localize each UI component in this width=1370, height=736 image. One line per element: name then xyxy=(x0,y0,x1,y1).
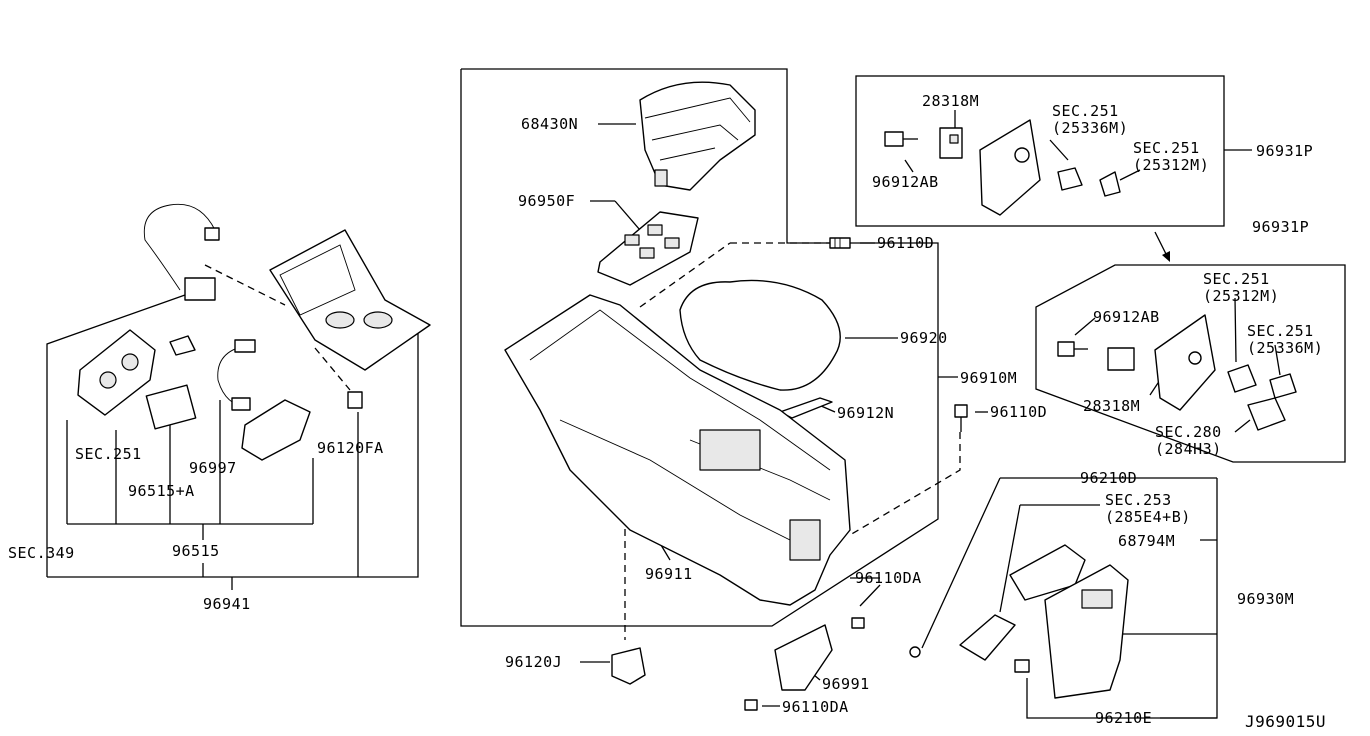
part-96920-armpad xyxy=(679,279,841,391)
sec251-left: SEC.251 xyxy=(75,445,142,463)
part-socket-25312m-bot xyxy=(1227,364,1257,393)
callout-96110da-bot: 96110DA xyxy=(782,698,849,716)
sec253-line2: (285E4+B) xyxy=(1105,508,1191,526)
part-28318m-bot xyxy=(1107,347,1135,371)
callout-96931p-right: 96931P xyxy=(1252,218,1310,236)
rear-socket-box-top xyxy=(855,75,1225,227)
part-68794m-vent xyxy=(1009,544,1086,601)
callout-96210e: 96210E xyxy=(1095,709,1153,727)
callout-96110d-top: 96110D xyxy=(877,234,935,252)
rear-socket-box-bottom xyxy=(1035,264,1346,463)
part-socket-25312m-top xyxy=(1099,171,1121,197)
part-96515-ashtray xyxy=(241,399,311,461)
callout-96920: 96920 xyxy=(900,329,948,347)
diagram-id: J969015U xyxy=(1245,712,1327,731)
part-96950f-switch xyxy=(597,211,699,286)
part-bracket-bot xyxy=(1154,314,1216,411)
sec280-line2: (284H3) xyxy=(1155,440,1222,458)
sec253-line1: SEC.253 xyxy=(1105,491,1172,509)
callout-96120fa: 96120FA xyxy=(317,439,384,457)
callout-96931p-top: 96931P xyxy=(1256,142,1314,160)
part-sec280-usb xyxy=(1247,397,1286,431)
callout-96912n: 96912N xyxy=(837,404,895,422)
part-socket-25336m-bot xyxy=(1269,373,1297,399)
callout-96997: 96997 xyxy=(189,459,237,477)
sec251-b-line2: (25312M) xyxy=(1133,156,1210,174)
part-harness-connector xyxy=(184,277,216,301)
callout-96941: 96941 xyxy=(203,595,251,613)
callout-96930m: 96930M xyxy=(1237,590,1295,608)
callout-28318m-top: 28318M xyxy=(922,92,980,110)
part-96515a-lid xyxy=(145,384,197,430)
part-96120j xyxy=(611,647,646,685)
callout-28318m-bot: 28318M xyxy=(1083,397,1141,415)
part-harness xyxy=(143,203,216,291)
part-96110da-screw-top xyxy=(851,617,865,629)
callout-96515a: 96515+A xyxy=(128,482,195,500)
callout-96910m: 96910M xyxy=(960,369,1018,387)
callout-96911: 96911 xyxy=(645,565,693,583)
sec349: SEC.349 xyxy=(8,544,75,562)
part-socket-plug xyxy=(169,335,196,356)
part-28318m-top xyxy=(939,127,963,159)
sec251-d-line1: SEC.251 xyxy=(1247,322,1314,340)
part-96911-console xyxy=(504,294,851,606)
part-96210d-clip xyxy=(909,646,921,658)
part-96912ab-bot xyxy=(1057,341,1088,357)
part-socket-housing xyxy=(77,329,156,416)
part-96110da-screw-bot xyxy=(744,699,758,711)
part-96941-finisher xyxy=(269,229,431,371)
callout-68794m: 68794M xyxy=(1118,532,1176,550)
part-96120fa-clip xyxy=(347,391,363,409)
sec251-b-line1: SEC.251 xyxy=(1133,139,1200,157)
part-socket-25336m-top xyxy=(1057,167,1083,191)
part-sec253-module xyxy=(959,614,1016,661)
callout-96950f: 96950F xyxy=(518,192,576,210)
center-assembly-frame xyxy=(460,68,939,627)
callout-96110d-mid: 96110D xyxy=(990,403,1048,421)
part-96110d-screw-top xyxy=(829,237,851,249)
callout-96912ab-top: 96912AB xyxy=(872,173,939,191)
sec251-a-line2: (25336M) xyxy=(1052,119,1129,137)
sec251-c-line1: SEC.251 xyxy=(1203,270,1270,288)
part-96912ab-top xyxy=(884,131,918,147)
sec280-line1: SEC.280 xyxy=(1155,423,1222,441)
callout-96210d: 96210D xyxy=(1080,469,1138,487)
callout-68430n: 68430N xyxy=(521,115,579,133)
sec251-d-line2: (25336M) xyxy=(1247,339,1324,357)
callout-96120j: 96120J xyxy=(505,653,563,671)
part-bracket-top xyxy=(979,119,1041,216)
part-96991-bracket xyxy=(774,624,833,691)
part-96110d-screw-mid xyxy=(954,404,968,432)
part-68430n-lid xyxy=(639,81,756,191)
sec251-c-line2: (25312M) xyxy=(1203,287,1280,305)
callout-96515: 96515 xyxy=(172,542,220,560)
sec251-a-line1: SEC.251 xyxy=(1052,102,1119,120)
callout-96991: 96991 xyxy=(822,675,870,693)
callout-96912ab-bot: 96912AB xyxy=(1093,308,1160,326)
callout-96110da-top: 96110DA xyxy=(855,569,922,587)
part-96210e-clip xyxy=(1014,659,1030,673)
